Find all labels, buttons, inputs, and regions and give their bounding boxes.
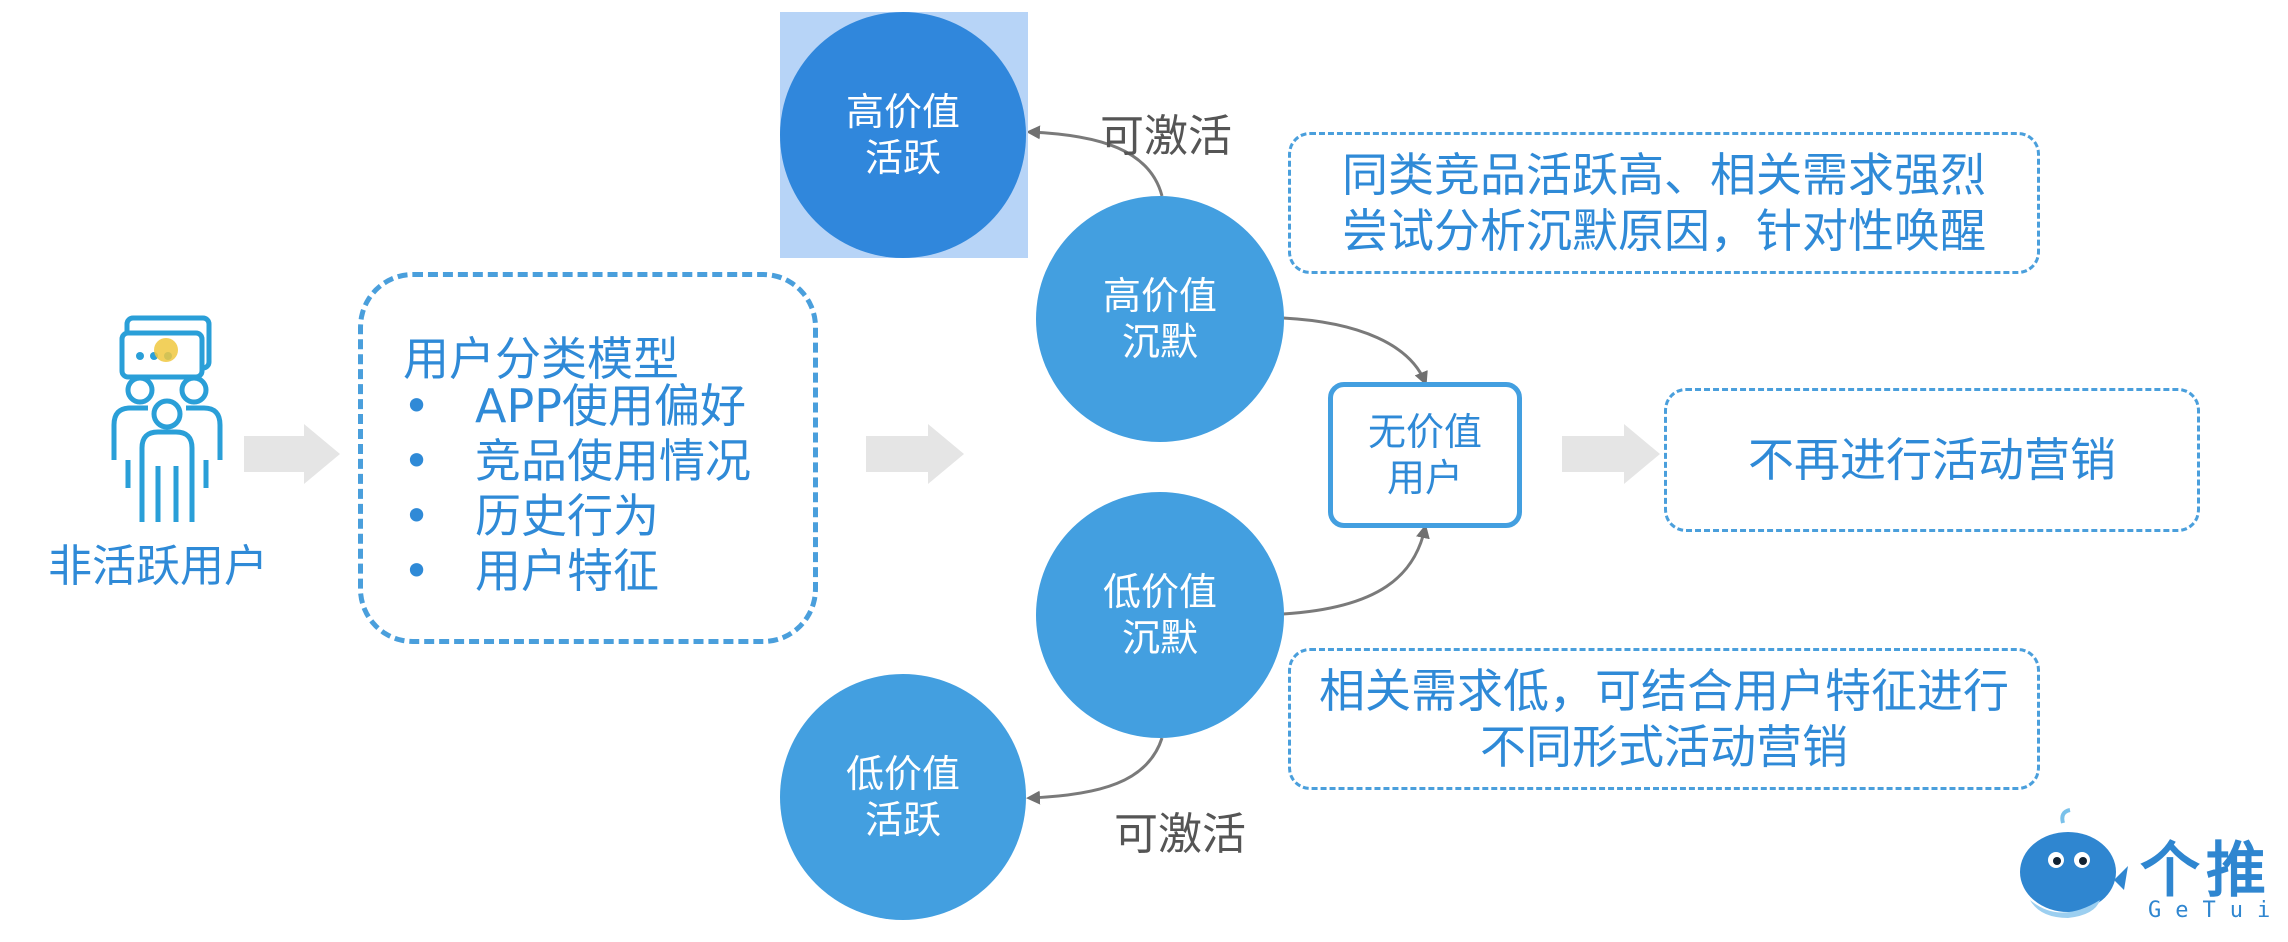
model-item: •APP使用偏好 [403,379,746,433]
logo-sub: GeTui [2148,898,2285,923]
model-title: 用户分类模型 [403,332,679,386]
model-item: •历史行为 [403,489,659,543]
arrow-high-silent-to-high-active [1026,125,1164,197]
logo-name: 个推 [2140,836,2272,906]
node-high-value-silent: 高价值 沉默 [1036,196,1284,442]
note-no-value: 不再进行活动营销 [1664,388,2200,532]
arrow-high-silent-to-no-value [1282,316,1428,386]
node-high-value-active: 高价值 活跃 [780,12,1026,258]
node-low-value-active: 低价值 活跃 [780,674,1026,920]
model-item: •竞品使用情况 [403,434,751,488]
node-low-value-silent: 低价值 沉默 [1036,492,1284,738]
model-item: •用户特征 [403,544,659,598]
arrow-low-silent-to-low-active [1026,737,1164,805]
model-criteria-list: •APP使用偏好 •竞品使用情况 •历史行为 •用户特征 [403,379,751,599]
flow-arrow-1 [244,424,340,484]
arrow-low-silent-to-no-value [1282,524,1430,616]
source-label: 非活跃用户 [48,541,268,592]
note-high-value: 同类竞品活跃高、相关需求强烈 尝试分析沉默原因，针对性唤醒 [1288,132,2040,274]
flow-arrow-3 [1562,424,1660,484]
node-no-value-user: 无价值 用户 [1328,382,1522,528]
note-low-value: 相关需求低，可结合用户特征进行 不同形式活动营销 [1288,648,2040,790]
label-activatable-top: 可激活 [1100,111,1232,162]
getui-whale-logo [2020,808,2128,918]
users-icon [111,315,223,522]
label-activatable-bottom: 可激活 [1114,809,1246,860]
user-classification-model-box: 用户分类模型 •APP使用偏好 •竞品使用情况 •历史行为 •用户特征 [358,272,818,644]
flow-arrow-2 [866,424,964,484]
